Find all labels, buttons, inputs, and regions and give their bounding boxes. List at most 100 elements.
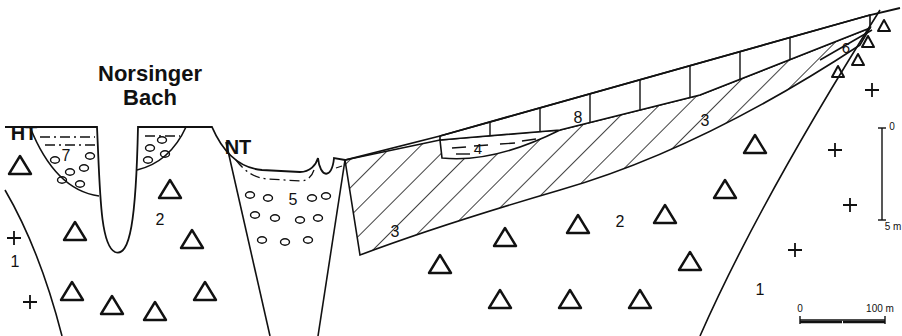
unit-number: 7 (62, 147, 71, 165)
lens-dashes (452, 139, 536, 154)
pebble (314, 215, 323, 221)
column-line (739, 52, 740, 80)
column-line (789, 38, 790, 60)
rubble-triangle (654, 205, 676, 223)
dash-line (45, 144, 95, 145)
boundary-line (700, 10, 880, 336)
pebble (51, 157, 60, 163)
vertical-scale (881, 128, 882, 220)
pebble (308, 195, 317, 201)
pebble (281, 239, 290, 245)
rubble-triangle (181, 230, 203, 248)
ground-surface (5, 8, 900, 253)
pebbles (51, 137, 331, 245)
hatched-unit (345, 28, 870, 255)
unit-number: 2 (156, 211, 165, 229)
column-line (539, 108, 540, 132)
scale-tick (878, 127, 886, 128)
boundary-line (226, 142, 270, 336)
scale-label: 0 (797, 303, 803, 314)
column-line (589, 94, 590, 123)
rubble-triangle (832, 66, 844, 77)
rubble-triangle (629, 290, 651, 308)
pebble (296, 217, 305, 223)
rubble-triangle (9, 156, 31, 174)
pebble (161, 151, 170, 157)
unit-number: 1 (11, 253, 20, 271)
rubble-triangle (559, 290, 581, 308)
terrace-label: HT (11, 122, 38, 144)
pebble (264, 195, 273, 201)
fine-layers (40, 136, 342, 181)
unit-number: 4 (474, 141, 482, 158)
pebble (258, 237, 267, 243)
boundary-line (5, 190, 62, 336)
rubble-triangle (64, 222, 86, 240)
unit-number: 2 (616, 213, 625, 231)
pebble (146, 145, 155, 151)
pebble (80, 165, 89, 171)
bedrock-cross (865, 83, 879, 97)
pebble (251, 212, 260, 218)
unit-number: 3 (701, 112, 710, 130)
rubble-triangle (61, 282, 83, 300)
dash-line (236, 160, 314, 181)
pebble (158, 137, 167, 143)
dash (452, 147, 466, 148)
pebble (271, 215, 280, 221)
boundary-line (30, 127, 99, 196)
pebble (86, 153, 95, 159)
dash (456, 153, 470, 154)
rubble-triangle (494, 228, 516, 246)
rubble-triangle (429, 255, 451, 273)
scale-label: 100 m (866, 303, 894, 314)
scale-bar (800, 321, 885, 323)
dash-line (40, 136, 95, 137)
rubble-triangle (567, 215, 589, 233)
unit-number: 8 (574, 109, 583, 127)
pebble (322, 193, 331, 199)
rubble-triangle (101, 296, 123, 314)
unit-number: 5 (289, 191, 298, 209)
terrace-label: NT (225, 136, 252, 158)
rubble-triangle (489, 290, 511, 308)
unit-number: 6 (842, 40, 850, 57)
rubble-triangle (878, 20, 890, 31)
scale-tick (878, 219, 886, 220)
pebble (246, 192, 255, 198)
horizontal-scale (800, 319, 885, 320)
rubble-symbols (9, 20, 890, 320)
rubble-triangle (679, 252, 701, 270)
dash (522, 139, 536, 141)
pebble (76, 181, 85, 187)
rubble-triangle (852, 54, 864, 65)
column-lines (490, 38, 790, 136)
rubble-triangle (714, 180, 736, 198)
unit-number: 3 (391, 223, 400, 241)
column-line (639, 80, 640, 110)
unit-number: 1 (756, 281, 765, 299)
boundary-line (318, 160, 345, 336)
bedrock-cross (23, 295, 37, 309)
pebble (58, 177, 67, 183)
bedrock-cross (7, 231, 21, 245)
scale-bars (800, 128, 886, 324)
unit-boundaries (5, 10, 880, 336)
stream-name: Norsinger Bach (93, 62, 208, 110)
bedrock-symbols (7, 83, 879, 309)
scale-label: 5 m (885, 221, 902, 232)
column-line (489, 122, 490, 136)
column-line (689, 66, 690, 98)
boundary-line (137, 127, 186, 170)
rubble-triangle (194, 282, 216, 300)
pebble (304, 237, 313, 243)
pebble (66, 169, 75, 175)
rubble-triangle (862, 36, 874, 47)
dash (500, 143, 515, 144)
rubble-triangle (144, 302, 166, 320)
bedrock-cross (828, 143, 842, 157)
pebble (144, 157, 153, 163)
rubble-triangle (159, 180, 181, 198)
